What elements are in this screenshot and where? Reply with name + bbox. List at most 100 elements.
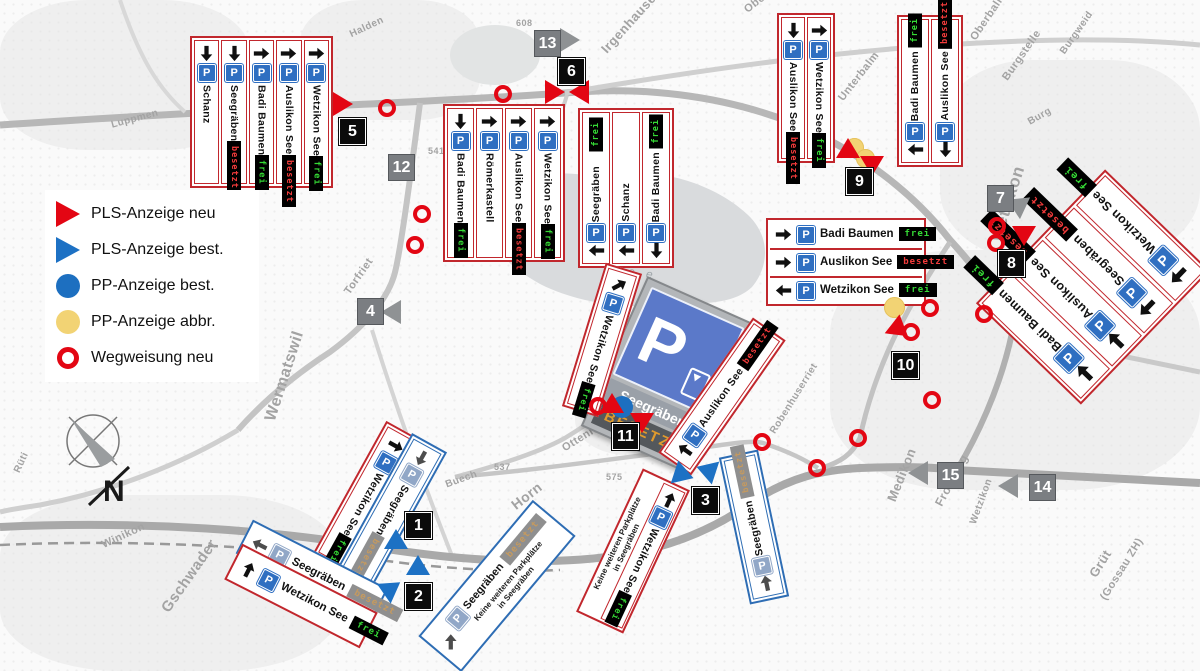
legend-item: Wegweisung neu xyxy=(45,340,259,376)
destination-label: Badi Baumen xyxy=(650,151,662,222)
direction-arrow-icon xyxy=(452,113,469,130)
parking-icon: P xyxy=(509,132,528,150)
legend-label: PP-Anzeige abbr. xyxy=(91,313,216,330)
parking-icon: P xyxy=(252,64,271,82)
destination-label: Wetzikon See xyxy=(583,313,616,385)
wegweisung-new-marker xyxy=(494,85,512,103)
status-badge: besetzt xyxy=(938,0,952,49)
destination-label: Wetzikon See xyxy=(541,153,554,225)
direction-arrow-icon xyxy=(658,489,681,512)
direction-arrow-icon xyxy=(785,22,802,39)
direction-arrow-icon xyxy=(907,141,924,158)
parking-icon: P xyxy=(617,224,635,242)
wegweisung-new-marker xyxy=(849,429,867,447)
location-marker-7: 7 xyxy=(987,185,1014,212)
location-marker-1: 1 xyxy=(405,512,432,539)
pls-new-marker xyxy=(1012,226,1036,246)
compass-needle xyxy=(71,419,115,467)
parking-icon: P xyxy=(784,41,802,59)
direction-arrow-icon xyxy=(253,45,270,62)
wegweisung-new-marker xyxy=(753,433,771,451)
sign-column: P Schanz xyxy=(194,40,220,184)
destination-label: Römerkastell xyxy=(483,153,496,223)
location-marker-4: 4 xyxy=(357,298,384,325)
pp-abbr-marker xyxy=(884,297,905,318)
destination-label: Auslikon See xyxy=(939,51,951,121)
direction-arrow-icon xyxy=(756,573,776,593)
direction-arrow-icon xyxy=(607,274,630,297)
status-badge: frei xyxy=(309,156,324,191)
parking-icon: P xyxy=(797,254,815,272)
wegweisung-new-marker xyxy=(378,99,396,117)
map-label: 608 xyxy=(516,18,533,28)
parking-icon: P xyxy=(307,64,326,82)
legend-label: PLS-Anzeige best. xyxy=(91,241,224,258)
direction-arrow-icon xyxy=(648,242,665,259)
status-badge: besetzt xyxy=(786,131,800,185)
parking-icon: P xyxy=(451,132,470,150)
status-badge: frei xyxy=(898,227,937,241)
status-badge: besetzt xyxy=(897,255,955,269)
parking-icon: P xyxy=(797,226,815,244)
destination-label: Seegräben xyxy=(228,85,241,142)
parking-icon: P xyxy=(225,64,244,82)
direction-arrow-icon xyxy=(1164,260,1194,290)
location-marker-3: 3 xyxy=(692,487,719,514)
parking-icon: P xyxy=(936,123,954,141)
location-marker-11: 11 xyxy=(612,423,639,450)
legend-yellow-dot-icon xyxy=(45,310,91,334)
direction-arrow-icon xyxy=(248,533,271,556)
direction-arrow-icon xyxy=(937,141,954,158)
direction-arrow-icon xyxy=(673,438,697,462)
parking-icon: P xyxy=(197,64,216,82)
direction-arrow-icon xyxy=(775,254,792,271)
destination-label: Auslikon See xyxy=(282,85,295,155)
wegweisung-new-marker xyxy=(975,305,993,323)
status-badge: besetzt xyxy=(281,154,296,208)
direction-arrow-icon xyxy=(1132,293,1162,323)
status-badge: frei xyxy=(453,223,468,258)
destination-label: Schanz xyxy=(200,85,213,124)
destination-label: Wetzikon See xyxy=(820,284,894,296)
direction-arrow-icon xyxy=(237,558,260,581)
direction-arrow-icon xyxy=(384,434,407,457)
wegweisung-new-marker xyxy=(988,217,1006,235)
legend-item: PLS-Anzeige best. xyxy=(45,232,259,268)
direction-arrow-icon xyxy=(410,446,433,469)
direction-arrow-icon xyxy=(588,242,605,259)
status-badge: besetzt xyxy=(729,444,755,499)
destination-label: Badi Baumen xyxy=(454,153,467,224)
wegweisung-new-marker xyxy=(921,299,939,317)
legend-item: PLS-Anzeige neu xyxy=(45,196,259,232)
